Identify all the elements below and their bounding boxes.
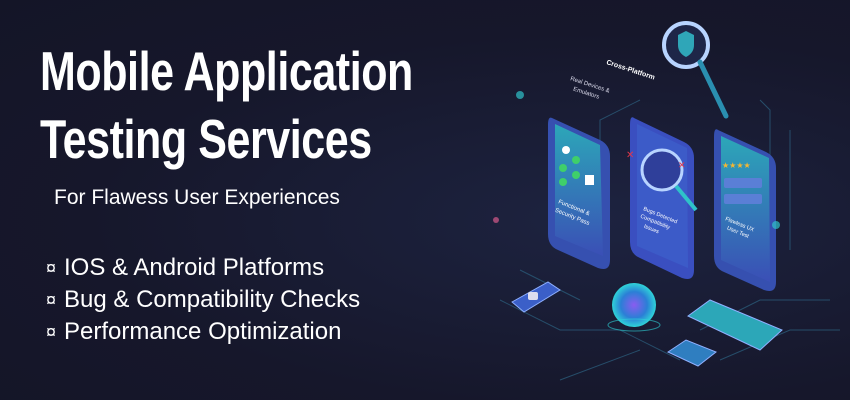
phone-functional: Functional & Security Pass bbox=[548, 117, 610, 270]
rating-stars-icon: ★★★★ bbox=[722, 161, 751, 170]
subtitle: For Flawess User Experiences bbox=[54, 186, 340, 209]
feature-label: IOS & Android Platforms bbox=[64, 254, 325, 281]
bullet-icon: ¤ bbox=[46, 322, 57, 342]
feature-item: ¤ Performance Optimization bbox=[46, 316, 360, 348]
phone-bugs: ✕ ✕ Bugs Detected Compatibility Issues bbox=[626, 117, 698, 279]
phone-ux: ★★★★ Flawless UX User Test bbox=[714, 129, 776, 291]
title-line-1: Mobile Application bbox=[40, 40, 413, 103]
globe-orb bbox=[612, 283, 656, 327]
feature-item: ¤ IOS & Android Platforms bbox=[46, 252, 360, 284]
tablet-device bbox=[687, 299, 783, 351]
bullet-icon: ¤ bbox=[46, 290, 57, 310]
phone2-label-3: Issues bbox=[643, 224, 660, 236]
testing-illustration: Functional & Security Pass ✕ ✕ Bugs Dete… bbox=[493, 21, 840, 381]
cross-platform-label: Cross-Platform bbox=[605, 59, 655, 81]
phone-device bbox=[666, 339, 717, 367]
title-line-2: Testing Services bbox=[40, 108, 372, 171]
glow-dots bbox=[493, 91, 780, 229]
bug-x-icon: ✕ bbox=[626, 150, 634, 161]
feature-item: ¤ Bug & Compatibility Checks bbox=[46, 284, 360, 316]
bug-x-icon: ✕ bbox=[678, 160, 686, 170]
feature-list: ¤ IOS & Android Platforms ¤ Bug & Compatib… bbox=[46, 252, 360, 348]
feature-label: Bug & Compatibility Checks bbox=[64, 286, 361, 313]
feature-label: Performance Optimization bbox=[64, 318, 342, 345]
bullet-icon: ¤ bbox=[46, 258, 57, 278]
smartwatch-tablet-device bbox=[511, 281, 561, 313]
magnifier-shield-icon bbox=[662, 21, 729, 119]
